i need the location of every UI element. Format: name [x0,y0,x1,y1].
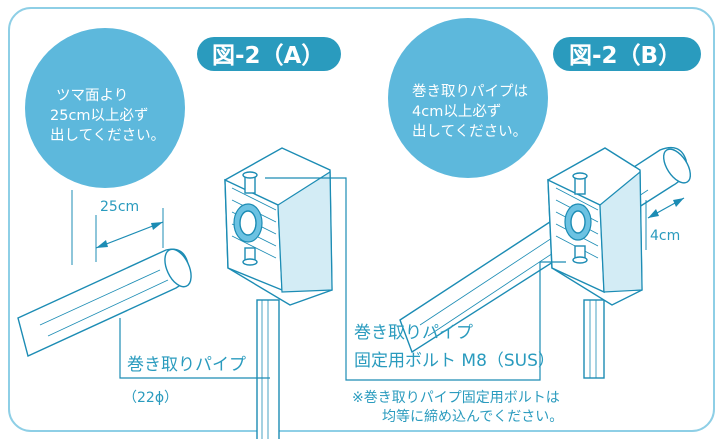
panel-a-post [256,299,280,439]
bolt-label-underline [345,318,541,381]
panel-a-bolt-bottom [242,247,258,266]
panel-b-bubble-line-1: 巻き取りパイプは [412,83,528,100]
panel-b: 4cm 巻き取りパイプは 4cm以上必ず 出してください。 図-2（B） [345,18,701,381]
panel-a-dimension: 25cm [71,190,164,265]
bolt-label-line-2: 固定用ボルト M8（SUS） [354,351,555,371]
panel-a-winding-pipe [17,248,192,357]
note-line-2: 均等に締め込んでください。 [382,408,563,425]
panel-b-bubble [388,18,548,178]
note-line-1: ※巻き取りパイプ固定用ボルトは [352,390,560,406]
panel-b-dimension: 4cm [645,197,685,250]
panel-a-bolt-top [242,171,258,194]
panel-b-post [583,299,605,379]
panel-b-bubble-line-2: 4cm以上必ず [412,103,501,120]
panel-b-bolt-callout [539,261,566,318]
panel-a-pipe-label: 巻き取りパイプ [127,355,246,375]
panel-b-dimension-label: 4cm [650,228,680,244]
panel-b-bubble-line-3: 出してください。 [412,123,527,140]
panel-a: 25cm 巻き取りパイプ （22ϕ） ツマ面より 25cm以上必ず 出してくださ… [17,28,347,439]
panel-a-bubble-line-3: 出してください。 [50,127,165,144]
panel-a-title-pill [197,37,341,71]
bolt-label-line-1: 巻き取りパイプ [354,323,473,343]
panel-a-bracket [224,147,333,306]
panel-a-bubble [25,28,185,188]
panel-a-bubble-line-2: 25cm以上必ず [50,107,149,124]
panel-a-bubble-line-1: ツマ面より [56,88,128,104]
panel-a-title: 図-2（A） [212,42,324,69]
panel-a-dimension-label: 25cm [100,199,139,215]
panel-b-bolt-bottom [572,245,588,264]
panel-b-title-pill [553,37,701,71]
panel-a-pipe-size: （22ϕ） [123,390,178,406]
panel-a-bolt-callout [265,177,347,318]
panel-b-bracket [547,147,643,306]
panel-a-pipe-callout [119,318,270,379]
panel-b-title: 図-2（B） [569,42,681,69]
panel-b-bolt-top [572,172,588,195]
